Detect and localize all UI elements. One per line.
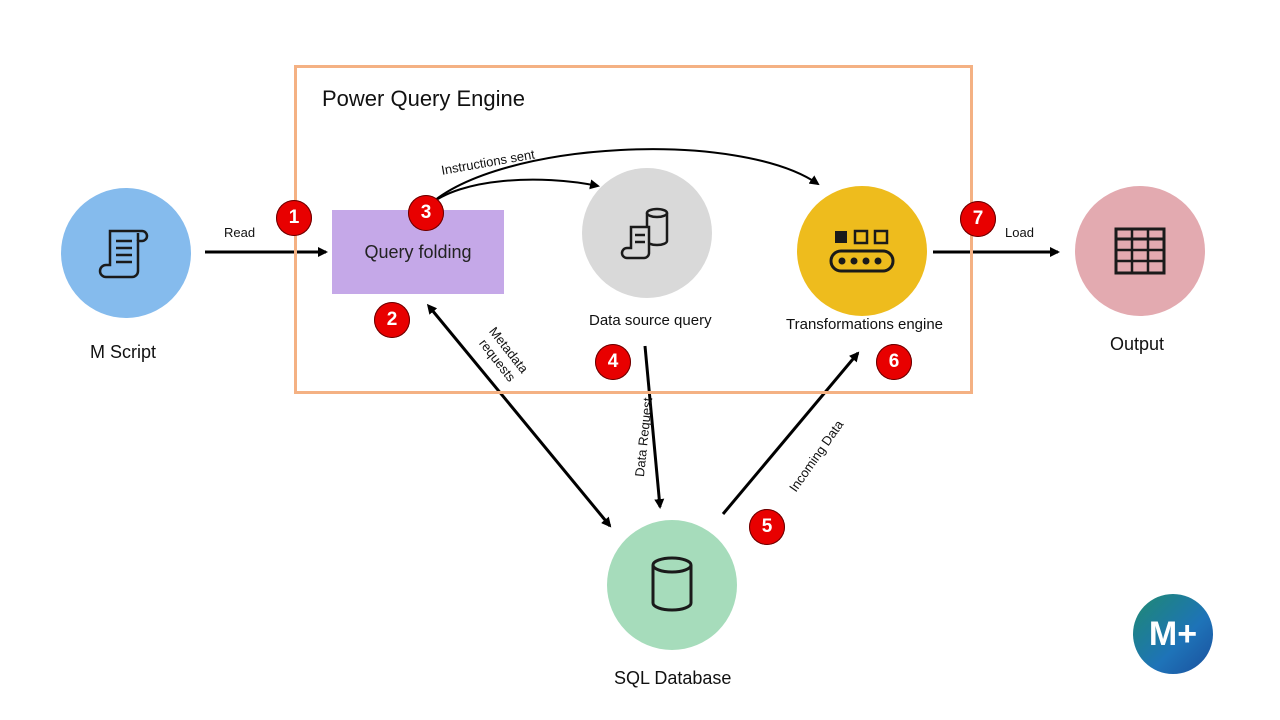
transformations-engine-label: Transformations engine <box>786 316 944 333</box>
step-badge-2: 2 <box>374 302 410 338</box>
sql-database-node[interactable] <box>607 520 737 650</box>
script-scroll-icon <box>98 229 149 279</box>
table-grid-icon <box>1114 227 1166 275</box>
load-edge-label: Load <box>1005 225 1034 240</box>
data-source-query-label: Data source query <box>589 312 712 329</box>
m-plus-logo: M+ <box>1133 594 1213 674</box>
read-edge-label: Read <box>224 225 256 240</box>
transformations-engine-node[interactable] <box>797 186 927 316</box>
step-badge-5: 5 <box>749 509 785 545</box>
database-cylinder-icon <box>651 556 693 612</box>
logo-text: M+ <box>1148 614 1198 653</box>
query-database-icon <box>620 207 669 260</box>
query-folding-label: Query folding <box>364 241 472 262</box>
data-request-arrow <box>643 345 665 509</box>
step-badge-6: 6 <box>876 344 912 380</box>
step-badge-1: 1 <box>276 200 312 236</box>
engine-title: Power Query Engine <box>322 86 525 111</box>
step-badge-7: 7 <box>960 201 996 237</box>
step-badge-3: 3 <box>408 195 444 231</box>
instructions-arrow-transform <box>427 148 820 207</box>
output-label: Output <box>1110 334 1165 354</box>
output-node[interactable] <box>1075 186 1205 316</box>
incoming-data-arrow <box>721 351 860 515</box>
conveyor-belt-icon <box>829 229 895 273</box>
m-script-node[interactable] <box>61 188 191 318</box>
metadata-arrow <box>426 303 612 528</box>
m-script-label: M Script <box>90 342 157 362</box>
instructions-arrow-datasource <box>427 178 600 207</box>
sql-database-label: SQL Database <box>614 668 732 688</box>
step-badge-4: 4 <box>595 344 631 380</box>
data-source-query-node[interactable] <box>582 168 712 298</box>
